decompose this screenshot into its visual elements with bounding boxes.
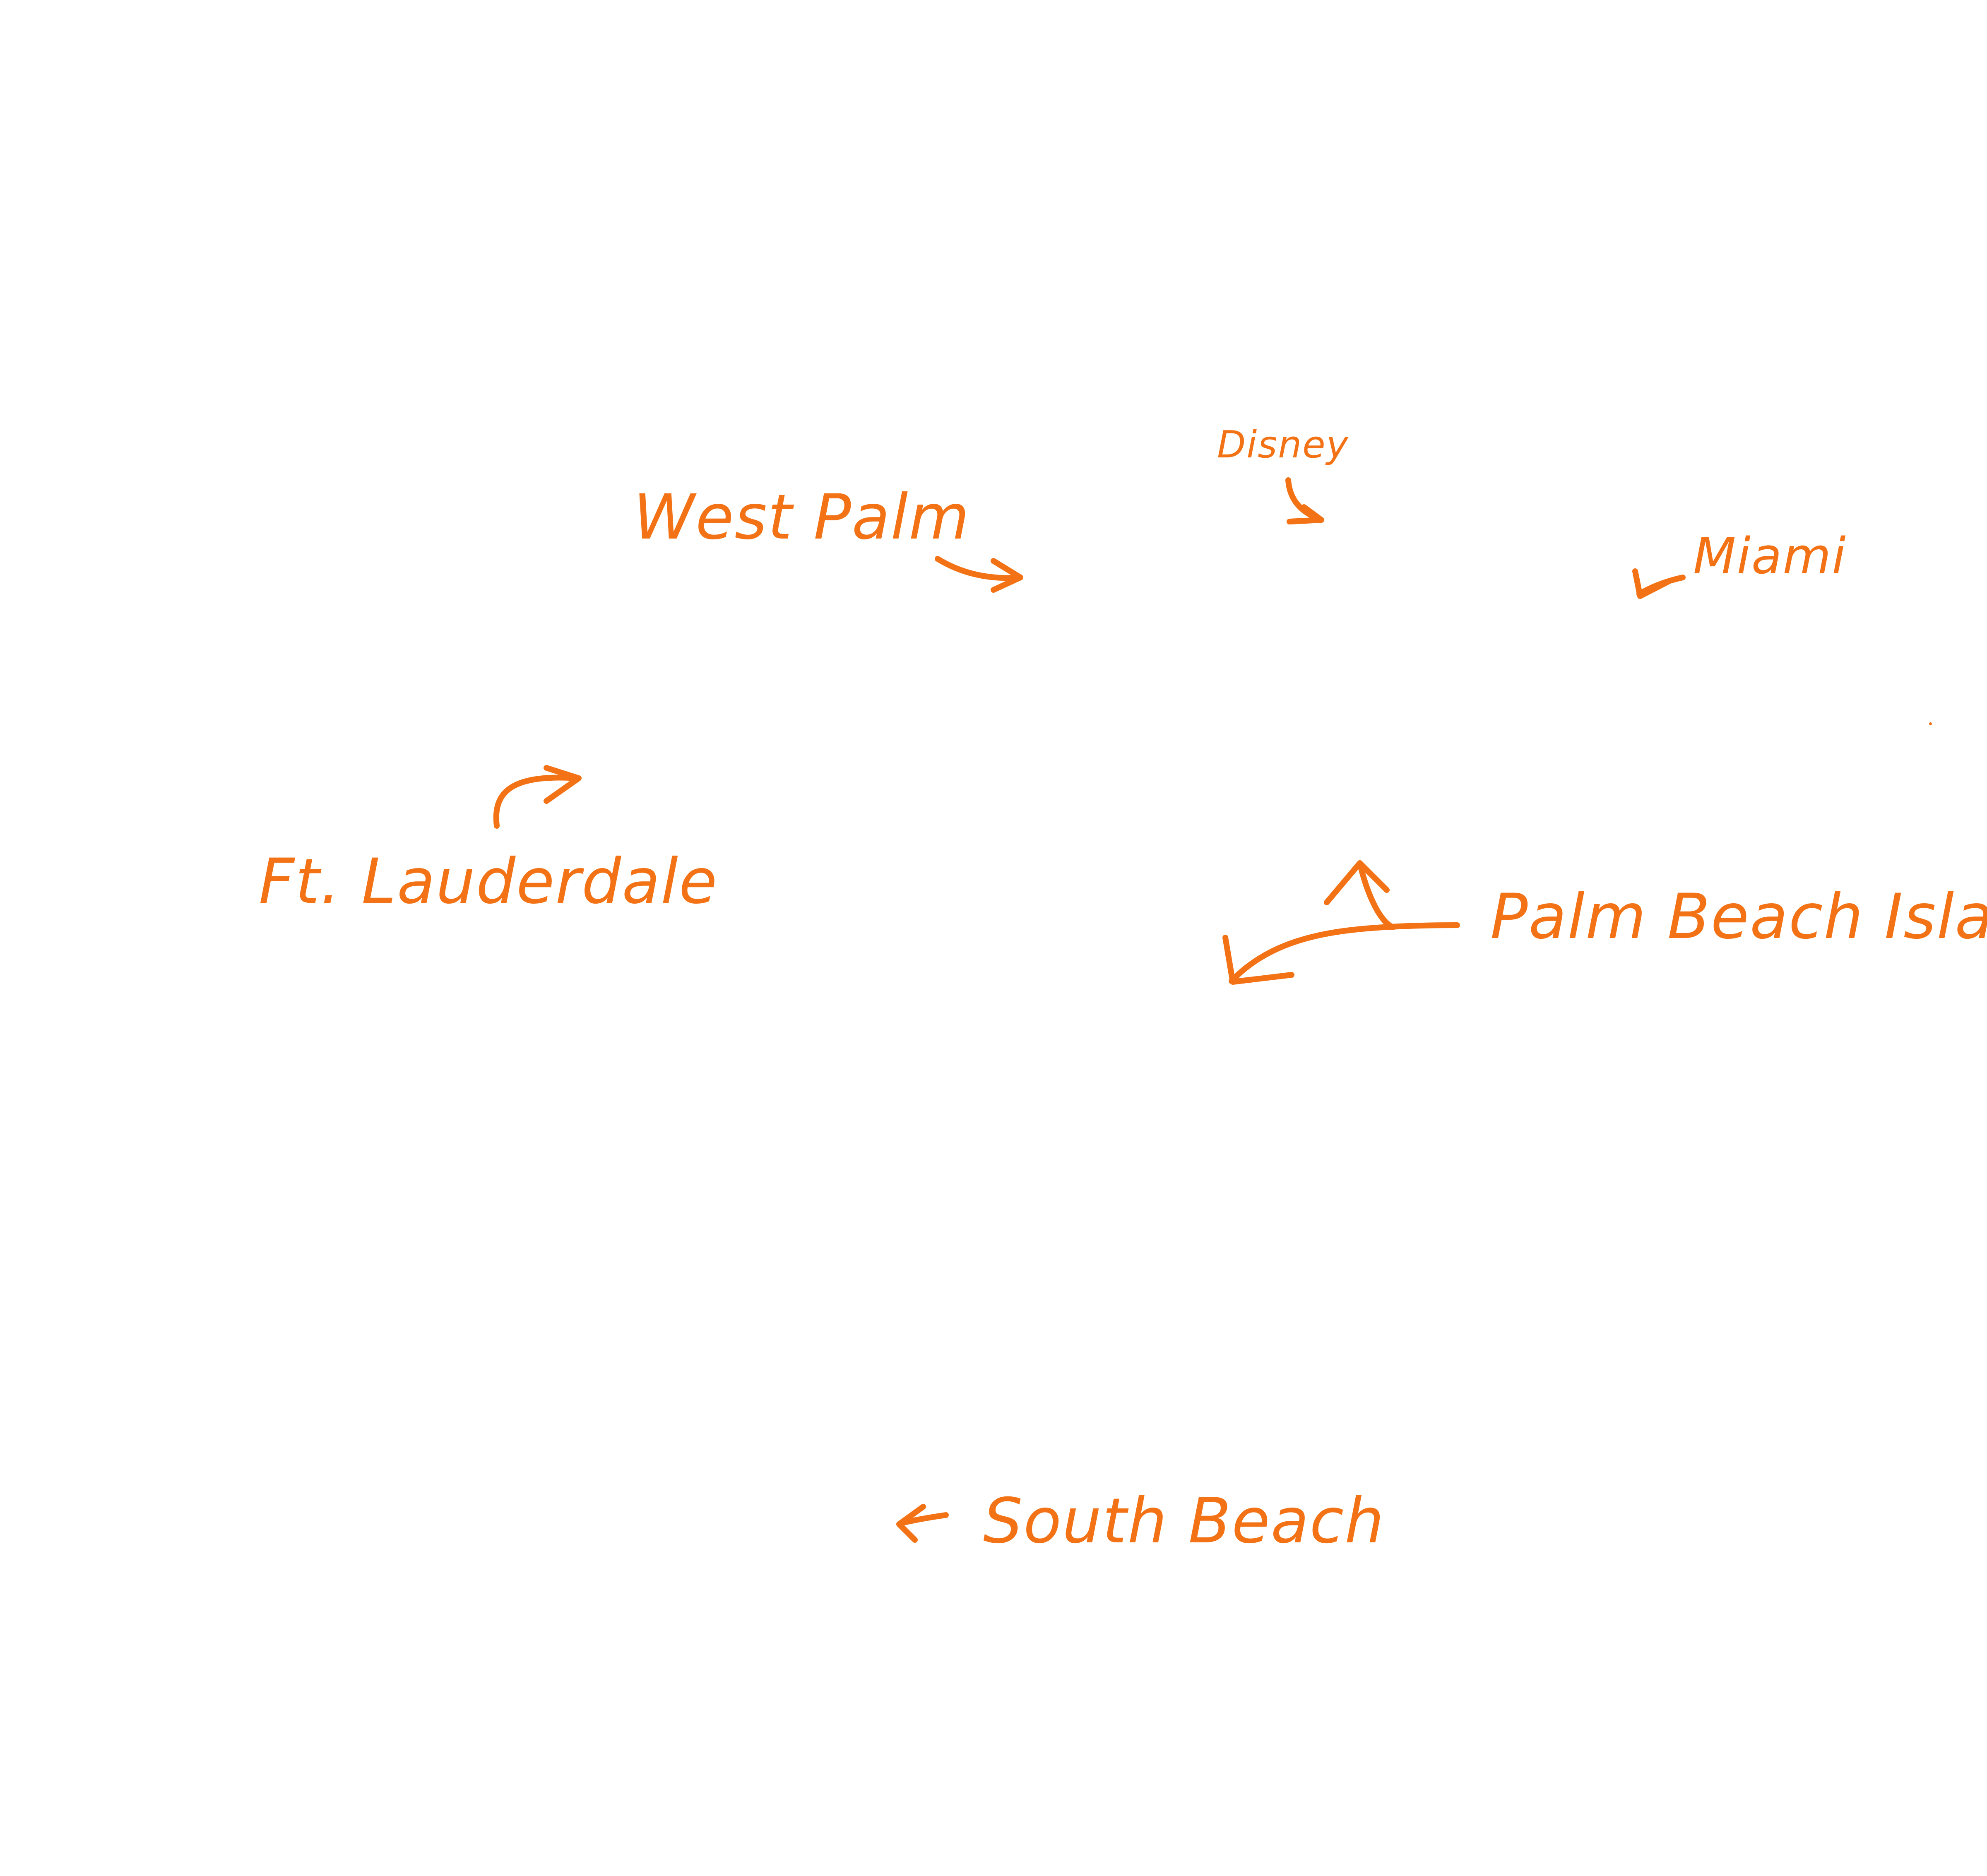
label-disney: Disney <box>1217 423 1349 467</box>
label-palm-beach-island: Palm Beach Island <box>1490 881 1987 953</box>
label-miami: Miami <box>1693 528 1847 585</box>
label-south-beach: South Beach <box>983 1485 1385 1557</box>
stray-dot <box>1929 722 1932 725</box>
label-west-palm: West Palm <box>633 481 970 553</box>
label-ft-lauderdale: Ft. Lauderdale <box>259 846 718 918</box>
